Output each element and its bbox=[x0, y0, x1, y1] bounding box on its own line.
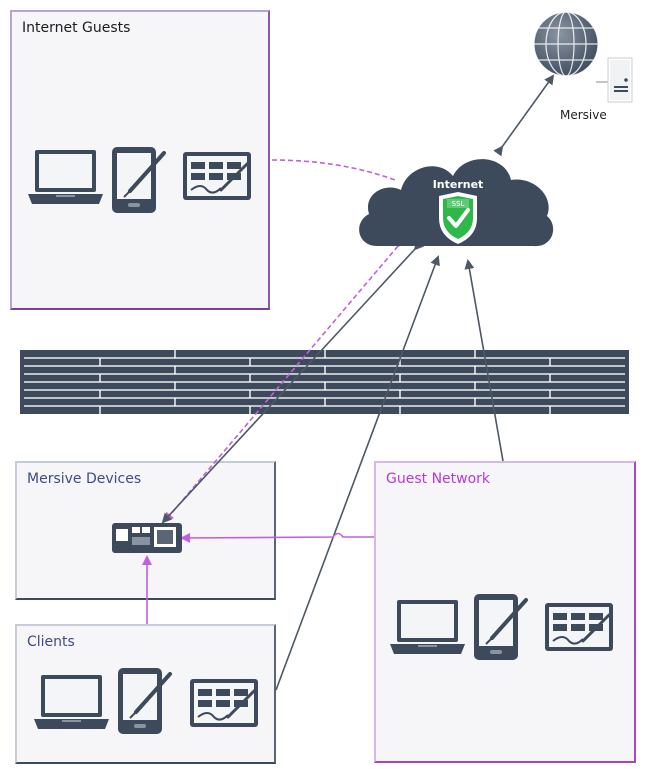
laptop-icon bbox=[390, 600, 465, 654]
guestnet-cloud-link bbox=[464, 259, 504, 462]
cloud-device-dashed-link bbox=[163, 236, 407, 523]
laptop-icon bbox=[28, 150, 103, 204]
panel-title-internet-guests: Internet Guests bbox=[22, 20, 131, 36]
guestnet-device-link bbox=[180, 532, 374, 543]
globe-cloud-link bbox=[493, 74, 555, 157]
laptop-icon bbox=[34, 675, 109, 729]
cloud-device-link bbox=[161, 239, 425, 524]
touchscreen-icon bbox=[190, 679, 258, 727]
tablet-stylus-icon bbox=[474, 594, 528, 660]
globe-icon bbox=[533, 11, 599, 77]
cloud-label: Internet bbox=[433, 178, 484, 191]
tablet-stylus-icon bbox=[112, 147, 166, 213]
tablet-stylus-icon bbox=[118, 668, 172, 734]
clients-cloud-link bbox=[275, 255, 440, 691]
panel-title-mersive-devices: Mersive Devices bbox=[27, 471, 142, 487]
ssl-label: SSL bbox=[452, 200, 465, 208]
touchscreen-icon bbox=[545, 603, 613, 651]
server-label: Mersive bbox=[560, 108, 607, 122]
cloud-icon: Internet SSL bbox=[359, 159, 554, 247]
panel-title-clients: Clients bbox=[27, 634, 75, 650]
touchscreen-icon bbox=[183, 152, 251, 200]
ssl-shield-icon: SSL bbox=[439, 192, 477, 244]
server-icon bbox=[596, 57, 633, 103]
pod-device-icon bbox=[112, 523, 182, 553]
guest-internet-dashed-link bbox=[271, 159, 396, 181]
